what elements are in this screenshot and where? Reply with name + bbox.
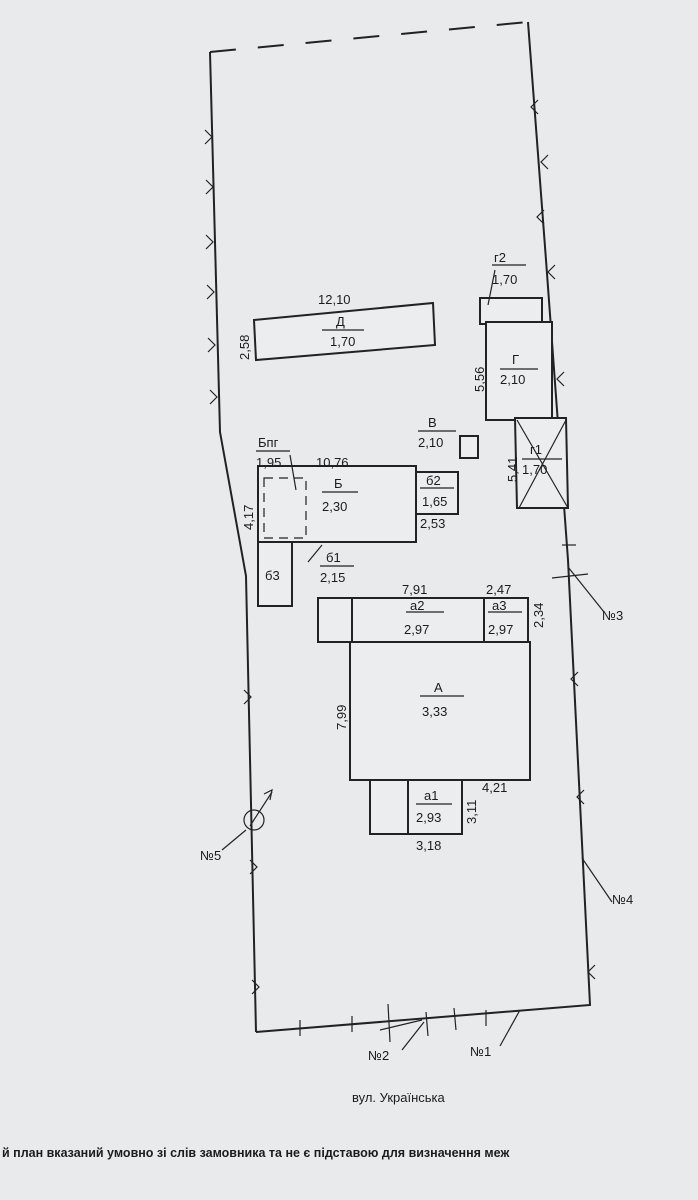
building-a3-letter: а3 xyxy=(492,598,506,613)
building-v-height: 2,10 xyxy=(418,435,443,450)
building-a2-letter: а2 xyxy=(410,598,424,613)
building-b3-letter: б3 xyxy=(265,568,280,583)
building-b2-letter: б2 xyxy=(426,473,441,488)
building-g2-letter: г2 xyxy=(494,250,506,265)
point-5-marker xyxy=(243,809,265,831)
point-4-label: №4 xyxy=(612,892,633,907)
building-g1-length: 5,41 xyxy=(505,457,520,482)
building-a2-length: 7,91 xyxy=(402,582,427,597)
building-v-letter: В xyxy=(428,415,437,430)
building-b-height: 2,30 xyxy=(322,499,347,514)
street-name: вул. Українська xyxy=(352,1090,446,1105)
building-a1-left xyxy=(369,779,409,835)
building-b1-height: 2,15 xyxy=(320,570,345,585)
building-a-letter: А xyxy=(434,680,443,695)
building-g2-height: 1,70 xyxy=(492,272,517,287)
building-g-letter: Г xyxy=(512,352,519,367)
building-d: 12,10 Д 1,70 2,58 xyxy=(237,292,437,362)
building-d-height: 1,70 xyxy=(330,334,355,349)
building-g1-letter: г1 xyxy=(530,442,542,457)
fence-ticks xyxy=(204,99,596,1036)
building-d-letter: Д xyxy=(336,314,345,329)
building-bpg-cellar xyxy=(263,477,307,539)
building-a-group: 7,91 2,47 а2 2,97 а3 2,97 2,34 А 3,33 7,… xyxy=(317,582,546,853)
building-b2-height: 1,65 xyxy=(422,494,447,509)
building-b-group: Бпг 1,95 10,76 Б 2,30 4,17 б2 1,65 2,53 … xyxy=(241,435,459,607)
building-b-letter: Б xyxy=(334,476,343,491)
building-g2 xyxy=(479,297,543,325)
building-d-width: 2,58 xyxy=(237,335,252,360)
building-a1-letter: а1 xyxy=(424,788,438,803)
building-a1-side: 4,21 xyxy=(482,780,507,795)
point-3-label: №3 xyxy=(602,608,623,623)
building-a2-left xyxy=(317,597,353,643)
building-g-length: 5,56 xyxy=(472,367,487,392)
building-a1-height: 2,93 xyxy=(416,810,441,825)
boundary-right-bottom xyxy=(255,21,592,1033)
point-2-label: №2 xyxy=(368,1048,389,1063)
building-g-height: 2,10 xyxy=(500,372,525,387)
boundary-top-dashed xyxy=(209,21,529,53)
plot-boundary xyxy=(209,21,592,1033)
building-g xyxy=(485,321,553,421)
building-bpg-letter: Бпг xyxy=(258,435,279,450)
building-d-length: 12,10 xyxy=(318,292,351,307)
building-g-group: г2 1,70 Г 2,10 5,56 г1 1,70 5,41 xyxy=(472,250,570,509)
building-b1-letter: б1 xyxy=(326,550,341,565)
building-b2 xyxy=(415,471,459,515)
building-a3-height: 2,97 xyxy=(488,622,513,637)
building-a1-width: 3,11 xyxy=(464,800,479,824)
building-a3-width: 2,34 xyxy=(531,603,546,628)
building-bpg-height: 1,95 xyxy=(256,455,281,470)
point-1-label: №1 xyxy=(470,1044,491,1059)
building-a1-length: 3,18 xyxy=(416,838,441,853)
building-a2-height: 2,97 xyxy=(404,622,429,637)
building-a3-length: 2,47 xyxy=(486,582,511,597)
building-a1 xyxy=(407,779,463,835)
building-a3 xyxy=(483,597,529,643)
building-b2-width: 2,53 xyxy=(420,516,445,531)
building-b3 xyxy=(257,541,293,607)
building-v: В 2,10 xyxy=(418,415,479,459)
building-a-height: 3,33 xyxy=(422,704,447,719)
footer-note: й план вказаний умовно зі слів замовника… xyxy=(2,1146,509,1160)
building-g1-height: 1,70 xyxy=(522,462,547,477)
boundary-left xyxy=(209,51,257,1033)
building-a-length: 7,99 xyxy=(334,705,349,730)
building-b-width: 4,17 xyxy=(241,505,256,530)
survey-points: №3 №4 №5 №2 №1 xyxy=(200,566,633,1063)
building-b-length: 10,76 xyxy=(316,455,349,470)
building-a xyxy=(349,641,531,781)
point-5-label: №5 xyxy=(200,848,221,863)
